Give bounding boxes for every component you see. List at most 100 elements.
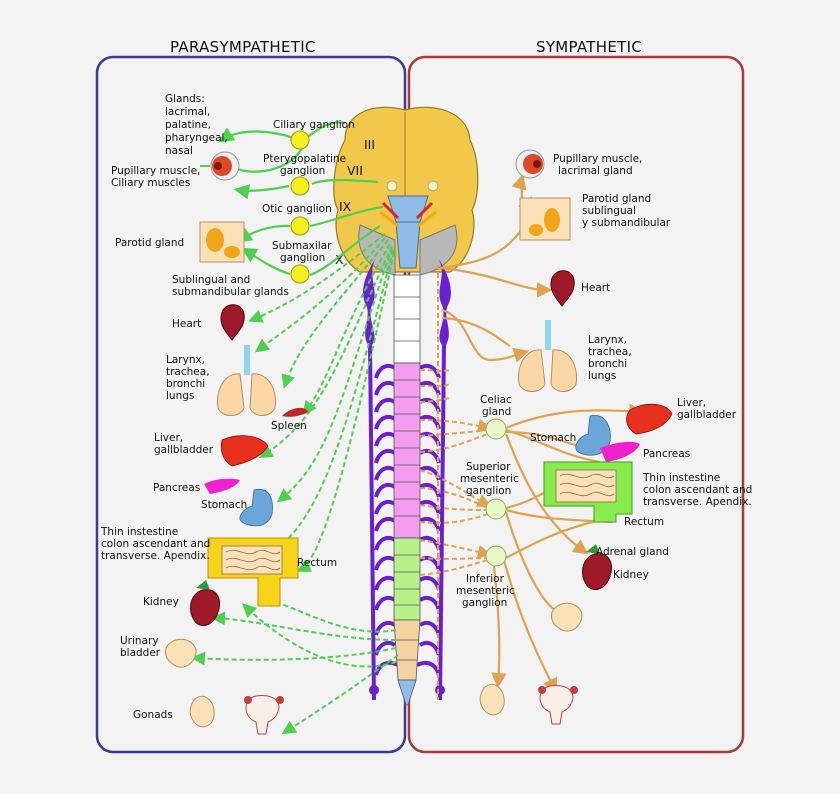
label-trachea-symp: trachea,	[588, 346, 632, 358]
label-sublingual: Sublingual and	[172, 274, 250, 286]
label-pupillary-symp: Pupillary muscle,	[553, 153, 642, 165]
label-apendix-para: transverse. Apendix.	[101, 550, 210, 562]
label-sublingual-symp: sublingual	[582, 205, 636, 217]
label-rectum-para: Rectum	[297, 557, 337, 569]
label-inferior: Inferior	[466, 573, 505, 585]
label-liver-symp: Liver,	[677, 397, 706, 409]
pterygopalatine-ganglion-marker	[290, 176, 310, 196]
label-bronchi-para: bronchi	[166, 378, 205, 390]
label-rectum-symp: Rectum	[624, 516, 664, 528]
eye-right	[515, 149, 545, 179]
sympathetic-header: SYMPATHETIC	[536, 38, 642, 56]
label-celiac-gland: gland	[482, 406, 511, 418]
label-pterygopalatine-ganglion: ganglion	[280, 165, 325, 177]
cranial-nerve-vii: VII	[347, 163, 363, 178]
otic-ganglion-marker	[290, 216, 310, 236]
submaxilar-ganglion-marker	[290, 264, 310, 284]
label-heart-para: Heart	[172, 318, 201, 330]
label-colon-symp: colon ascendant and	[643, 484, 752, 496]
parotid-gland-left	[199, 221, 245, 263]
liver-left	[220, 435, 269, 467]
parotid-gland-right	[519, 197, 571, 241]
label-superior: Superior	[466, 461, 511, 473]
label-trachea-para: trachea,	[166, 366, 210, 378]
lungs-left	[216, 345, 277, 416]
intestine-right	[543, 461, 633, 523]
sympathetic-fibers	[419, 173, 645, 700]
label-kidney-para: Kidney	[143, 596, 179, 608]
label-inferior-mesenteric: mesenteric	[456, 585, 515, 597]
label-submaxilar: Submaxilar	[272, 240, 332, 252]
label-kidney-symp: Kidney	[613, 569, 649, 581]
label-liver-para: Liver,	[154, 432, 183, 444]
label-pancreas-symp: Pancreas	[643, 448, 690, 460]
label-intestine-para: Thin instestine	[100, 526, 178, 538]
label-intestine-symp: Thin instestine	[642, 472, 720, 484]
bladder-right	[551, 602, 583, 632]
label-lungs-symp: lungs	[588, 370, 616, 382]
label-urinary: Urinary	[120, 635, 159, 647]
label-bronchi-symp: bronchi	[588, 358, 627, 370]
bladder-left	[165, 638, 197, 668]
label-gallbladder-symp: gallbladder	[677, 409, 737, 421]
label-glands: Glands:	[165, 93, 205, 105]
label-stomach-para: Stomach	[201, 499, 247, 511]
spleen-left	[282, 407, 308, 417]
celiac-ganglion-marker	[485, 418, 507, 440]
brain	[333, 106, 479, 276]
label-otic-ganglion: Otic ganglion	[262, 203, 332, 215]
gonads-left	[189, 695, 284, 735]
spinal-nerves	[363, 258, 451, 700]
sympathetic-ganglia	[485, 418, 507, 567]
label-larynx-symp: Larynx,	[588, 334, 627, 346]
label-pterygopalatine: Pterygopalatine	[263, 153, 346, 165]
label-celiac: Celiac	[480, 394, 512, 406]
label-superior-ganglion: ganglion	[466, 485, 511, 497]
kidney-left	[190, 580, 220, 627]
label-pancreas-para: Pancreas	[153, 482, 200, 494]
label-submandibular: submandibular glands	[172, 286, 289, 298]
label-parotid-para: Parotid gland	[115, 237, 184, 249]
label-ciliary-muscles: Ciliary muscles	[111, 177, 190, 189]
parasympathetic-header: PARASYMPATHETIC	[170, 38, 316, 56]
label-lungs-para: lungs	[166, 390, 194, 402]
lungs-right	[517, 320, 578, 392]
adrenal-kidney-right	[582, 544, 612, 591]
intestine-left	[207, 537, 299, 607]
label-parotid-symp: Parotid gland	[582, 193, 651, 205]
liver-right	[626, 403, 673, 435]
label-heart-symp: Heart	[581, 282, 610, 294]
label-lacrimal-symp: lacrimal gland	[558, 165, 633, 177]
label-glands-lacrimal: lacrimal,	[165, 106, 210, 118]
label-adrenal: Adrenal gland	[596, 546, 669, 558]
label-submaxilar-ganglion: ganglion	[280, 252, 325, 264]
eye-left	[200, 151, 240, 181]
inferior-mesenteric-ganglion-marker	[485, 545, 507, 567]
label-pupillary-para: Pupillary muscle,	[111, 165, 200, 177]
label-submandibular-symp: y submandibular	[582, 217, 671, 229]
cranial-nerve-iii: III	[364, 137, 375, 152]
heart-left	[220, 304, 245, 341]
cranial-nerve-x: X	[335, 252, 344, 267]
label-gonads: Gonads	[133, 709, 173, 721]
ciliary-ganglion-marker	[290, 130, 310, 150]
label-glands-nasal: nasal	[165, 145, 193, 157]
superior-mesenteric-ganglion-marker	[485, 498, 507, 520]
parasympathetic-ganglia	[290, 130, 310, 284]
label-larynx-para: Larynx,	[166, 354, 205, 366]
stomach-right	[575, 414, 611, 456]
label-inferior-ganglion: ganglion	[462, 597, 507, 609]
label-gallbladder-para: gallbladder	[154, 444, 214, 456]
spinal-cord	[393, 274, 421, 706]
label-spleen: Spleen	[271, 420, 307, 432]
label-ciliary-ganglion: Ciliary ganglion	[273, 119, 355, 131]
label-stomach-symp: Stomach	[530, 432, 576, 444]
label-apendix-symp: transverse. Apendix.	[643, 496, 752, 508]
pancreas-left	[204, 478, 240, 494]
cranial-nerve-ix: IX	[339, 199, 352, 214]
heart-right	[550, 270, 575, 307]
pancreas-right	[600, 441, 640, 462]
label-superior-mesenteric: mesenteric	[460, 473, 519, 485]
